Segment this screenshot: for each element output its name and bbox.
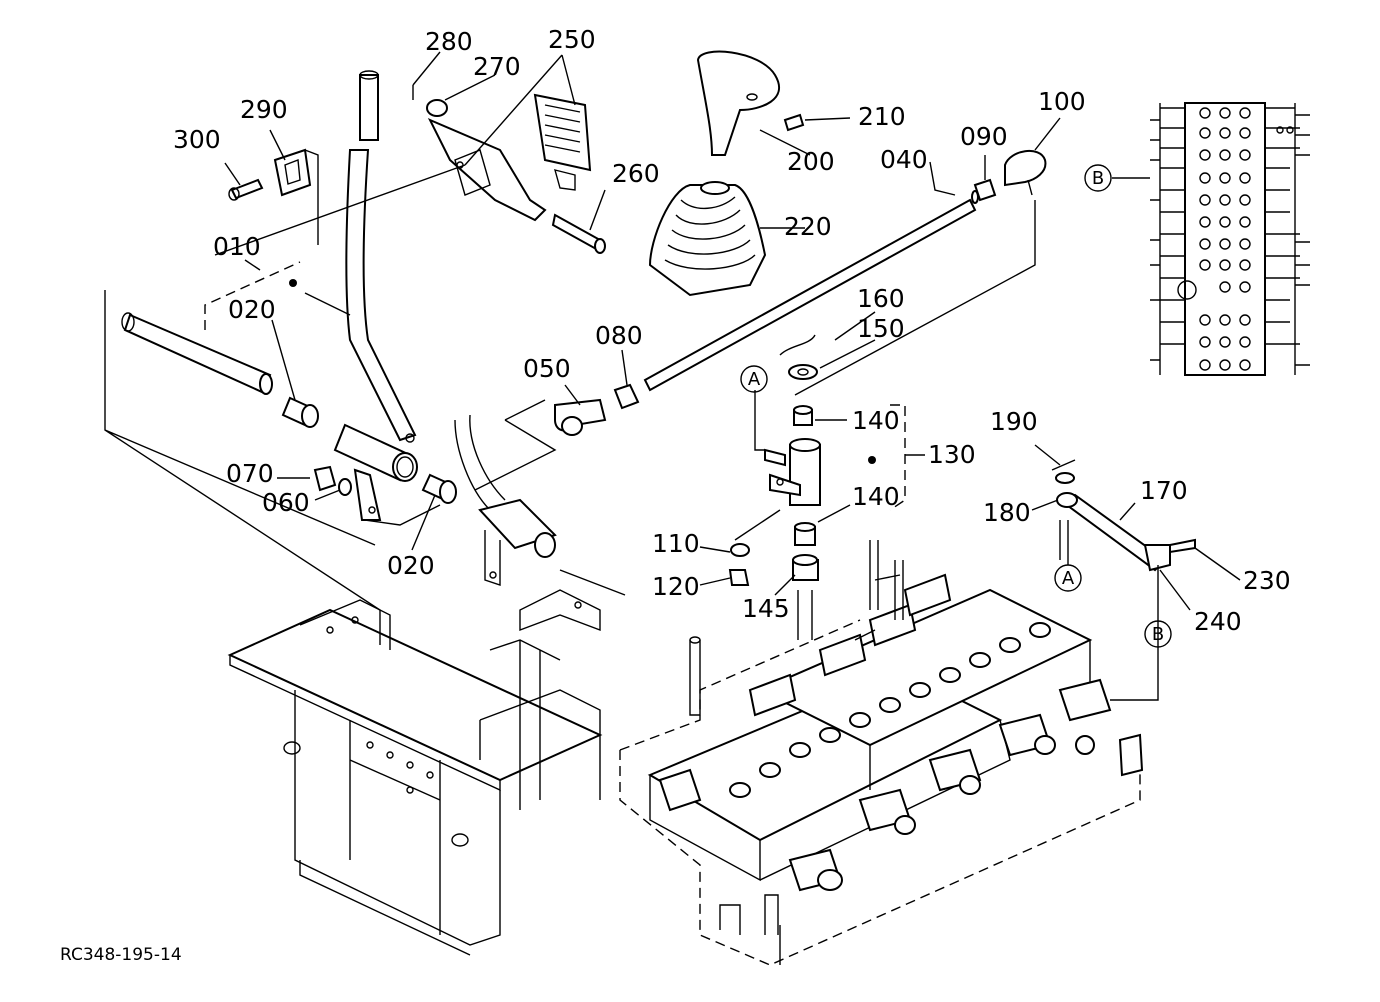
- ref-b-inset: B: [1084, 164, 1112, 192]
- rod-040: [474, 150, 1047, 491]
- drawing-reference: RC348-195-14: [60, 945, 182, 965]
- label-220: 220: [784, 212, 832, 241]
- leader-lines: [104, 51, 1241, 645]
- label-010: 010: [213, 232, 261, 261]
- control-valve: [647, 540, 1144, 892]
- pedal-250: [412, 85, 606, 254]
- label-100: 100: [1038, 87, 1086, 116]
- svg-text:B: B: [1152, 624, 1164, 645]
- clamp-290: [228, 148, 319, 245]
- ref-b-bottom: B: [1144, 620, 1172, 648]
- label-120: 120: [652, 572, 700, 601]
- label-270: 270: [473, 52, 521, 81]
- svg-text:A: A: [1062, 568, 1075, 589]
- label-145: 145: [742, 594, 790, 623]
- label-280: 280: [425, 27, 473, 56]
- label-080: 080: [595, 321, 643, 350]
- label-110: 110: [652, 529, 700, 558]
- label-060: 060: [262, 488, 310, 517]
- label-150: 150: [857, 314, 905, 343]
- label-240: 240: [1194, 607, 1242, 636]
- label-200: 200: [787, 147, 835, 176]
- label-070: 070: [226, 459, 274, 488]
- label-250: 250: [548, 25, 596, 54]
- label-210: 210: [858, 102, 906, 131]
- label-020-bottom: 020: [387, 551, 435, 580]
- label-050: 050: [523, 354, 571, 383]
- knob-and-boot: [648, 50, 805, 297]
- label-300: 300: [173, 125, 221, 154]
- label-140-bottom: 140: [852, 482, 900, 511]
- label-260: 260: [612, 159, 660, 188]
- label-140-top: 140: [852, 406, 900, 435]
- label-040: 040: [880, 145, 928, 174]
- label-090: 090: [960, 122, 1008, 151]
- ref-a-bottom: A: [1054, 564, 1082, 592]
- label-180: 180: [983, 498, 1031, 527]
- label-230: 230: [1243, 566, 1291, 595]
- label-160: 160: [857, 284, 905, 313]
- label-020-top: 020: [228, 295, 276, 324]
- part-labels: 280 270 250 290 300 260 210 200 220 040 …: [173, 25, 1291, 636]
- label-290: 290: [240, 95, 288, 124]
- lever-assembly: [121, 70, 557, 586]
- link-170: [1051, 459, 1196, 701]
- ref-a-top: A: [740, 365, 768, 393]
- label-130: 130: [928, 440, 976, 469]
- valve-stack-inset: [1112, 102, 1310, 376]
- svg-text:A: A: [748, 369, 761, 390]
- frame-bracket: [227, 589, 701, 956]
- label-170: 170: [1140, 476, 1188, 505]
- svg-text:B: B: [1092, 168, 1104, 189]
- assembly-130: [728, 334, 925, 640]
- label-190: 190: [990, 407, 1038, 436]
